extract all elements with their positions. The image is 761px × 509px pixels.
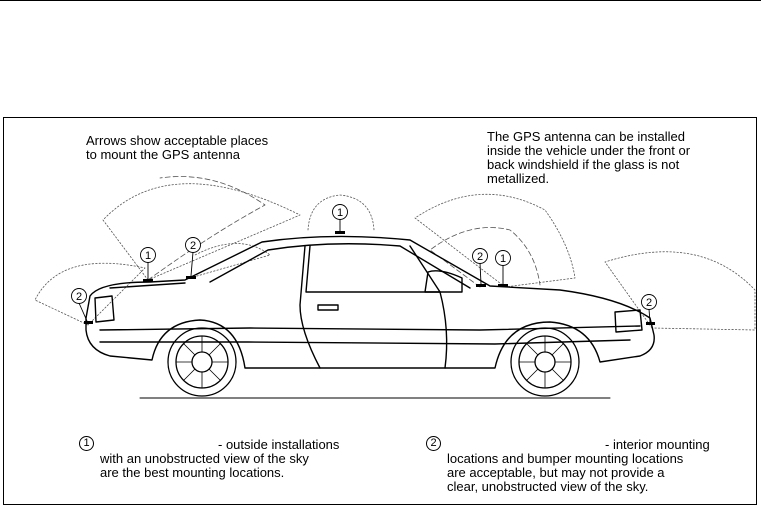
trunk-edge xyxy=(109,282,186,289)
antenna-pads xyxy=(84,231,655,325)
marker-label-roof: 1 xyxy=(337,207,343,219)
antenna-pad-front-bumper xyxy=(646,322,655,325)
arc-front-bumper xyxy=(604,251,756,331)
antenna-pad-rear-bumper xyxy=(84,321,93,324)
arrows-note-line-1: Arrows show acceptable places xyxy=(86,133,269,148)
arc-roof xyxy=(307,194,375,231)
door-handle xyxy=(317,304,339,311)
marker-label-front-hood: 1 xyxy=(500,253,506,265)
side-mirror xyxy=(424,270,463,293)
arc-rear-window xyxy=(189,243,271,279)
door-outline xyxy=(299,245,321,369)
top-rule xyxy=(0,0,761,1)
interior-note-line-2: inside the vehicle under the front or xyxy=(487,143,691,158)
legend-1-line-1: - outside installations xyxy=(218,437,340,452)
b-pillar xyxy=(305,245,441,293)
marker-label-front-window: 2 xyxy=(477,251,483,263)
marker-rear-window xyxy=(185,237,201,277)
body-crease-lower xyxy=(99,339,631,345)
antenna-pad-front-window xyxy=(476,284,486,287)
interior-note-line-4: metallized. xyxy=(487,171,550,186)
arc-rear-trunk-inner xyxy=(147,176,266,281)
interior-note-line-3: back windshield if the glass is not xyxy=(487,157,680,172)
legend-1-line-2: with an unobstructed view of the sky xyxy=(100,451,309,466)
marker-rear-trunk xyxy=(140,247,156,279)
legend-2-line-1: - interior mounting xyxy=(605,437,710,452)
antenna-pad-rear-window xyxy=(186,276,196,279)
greenhouse xyxy=(209,243,471,289)
legend-2-number: 2 xyxy=(426,436,441,451)
arc-rear-trunk-outer xyxy=(102,183,301,281)
markers xyxy=(71,204,657,323)
coverage-arcs xyxy=(34,176,756,331)
arc-rear-bumper xyxy=(34,262,146,326)
tail-light xyxy=(94,295,115,323)
rear-wheel xyxy=(167,327,237,397)
antenna-pad-front-hood xyxy=(498,284,508,287)
legend-2-line-4: clear, unobstructed view of the sky. xyxy=(447,479,649,494)
arc-front-inner xyxy=(429,227,541,288)
legend-2-line-3: are acceptable, but may not provide a xyxy=(447,465,665,480)
antenna-pad-rear-trunk xyxy=(143,279,153,282)
marker-front-bumper xyxy=(641,294,657,323)
marker-label-front-bumper: 2 xyxy=(646,297,652,309)
arrows-note-line-2: to mount the GPS antenna xyxy=(86,147,240,162)
antenna-pad-roof xyxy=(335,231,345,234)
figure-frame xyxy=(3,117,757,505)
marker-label-rear-trunk: 1 xyxy=(145,250,151,262)
arc-front-outer xyxy=(414,193,576,288)
marker-label-rear-bumper: 2 xyxy=(76,291,82,303)
marker-front-window xyxy=(472,248,488,285)
car-silhouette xyxy=(85,235,655,369)
marker-label-rear-window: 2 xyxy=(190,240,196,252)
legend-1-number: 1 xyxy=(79,436,94,451)
legend-1-line-3: are the best mounting locations. xyxy=(100,465,285,480)
marker-rear-bumper xyxy=(71,288,88,322)
marker-roof xyxy=(332,204,348,231)
front-wheel xyxy=(510,327,580,397)
marker-front-hood xyxy=(495,250,511,284)
body-crease-upper xyxy=(99,325,641,331)
legend-2-line-2: locations and bumper mounting locations xyxy=(447,451,684,466)
interior-note-line-1: The GPS antenna can be installed xyxy=(487,129,686,144)
headlight xyxy=(614,309,643,333)
